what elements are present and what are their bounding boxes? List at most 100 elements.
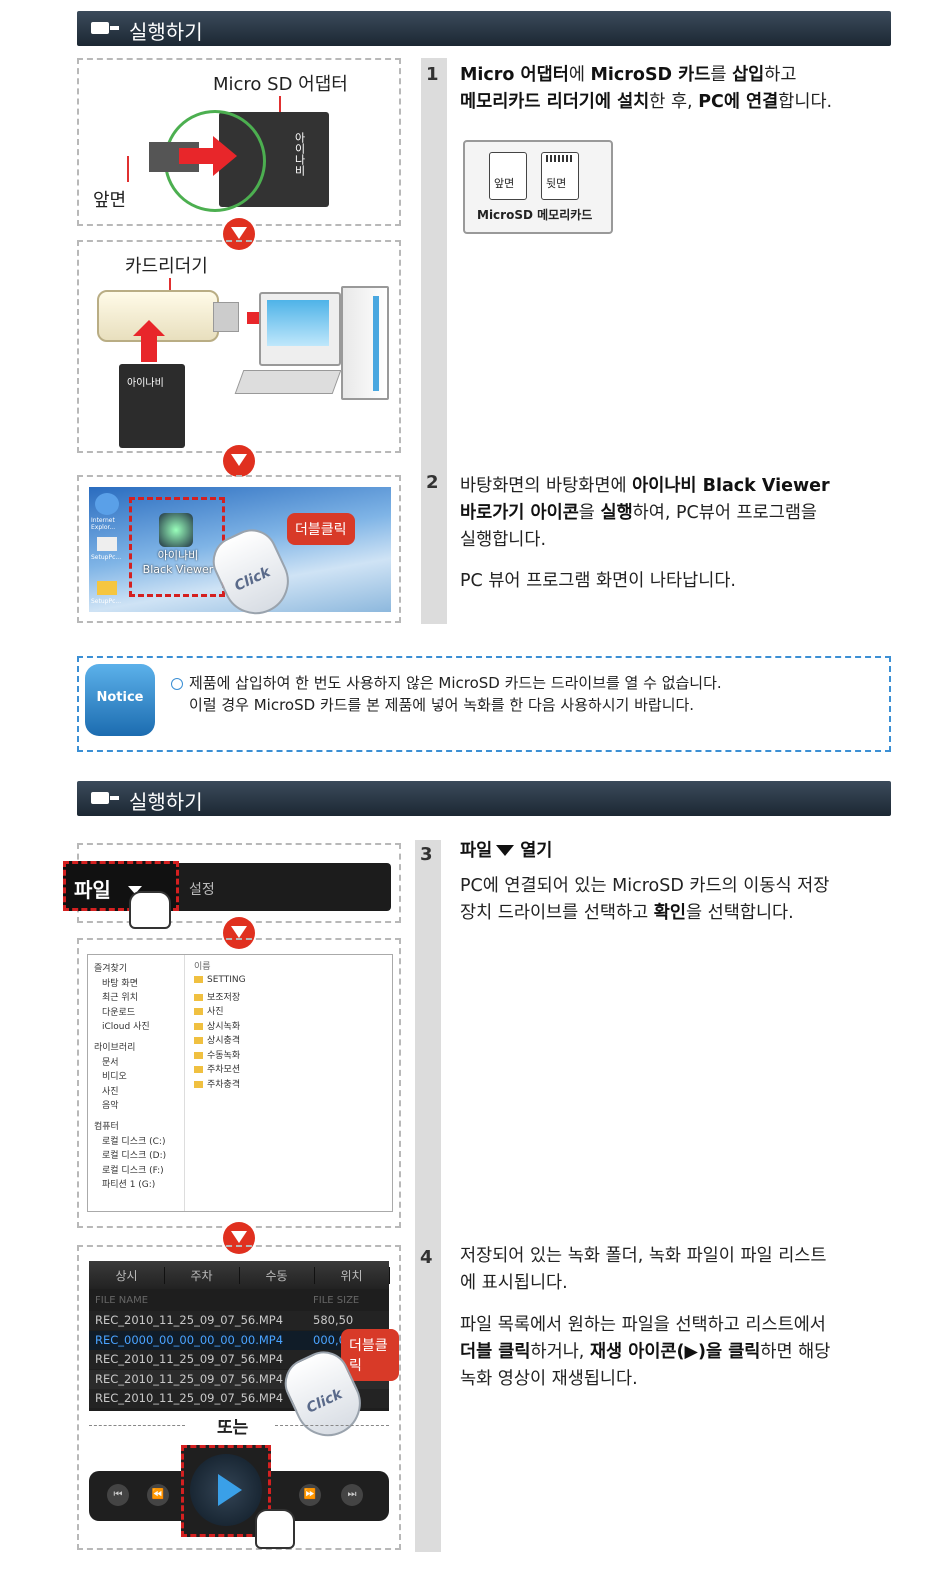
- folder-item[interactable]: 주차충격: [194, 1077, 240, 1090]
- folder-icon: [194, 1008, 203, 1015]
- arrow-head: [133, 320, 165, 336]
- menu-setting[interactable]: 설정: [189, 882, 215, 898]
- folder-item[interactable]: 주차모션: [194, 1062, 240, 1075]
- play-button[interactable]: [190, 1454, 262, 1526]
- card-back: 뒷면: [541, 152, 579, 200]
- nav-item[interactable]: 로컬 디스크 (D:): [102, 1151, 167, 1162]
- tower-stripe: [373, 296, 379, 391]
- skip-end-icon[interactable]: ⏭: [341, 1484, 363, 1506]
- card-back-label: 뒷면: [546, 177, 567, 190]
- step4-line4: 더블 클릭하거나, 재생 아이콘(▶)을 클릭하면 해당: [460, 1342, 831, 1362]
- down-arrow-icon: [223, 917, 255, 949]
- shortcut-label-line2: Black Viewer: [142, 563, 214, 576]
- brand-text: 아이나비: [293, 132, 306, 176]
- shortcut-label[interactable]: 아이나비 Black Viewer: [135, 549, 221, 577]
- zip-icon: [97, 537, 117, 551]
- tab[interactable]: 주차: [164, 1267, 240, 1284]
- hand-cursor-icon: [255, 1509, 295, 1549]
- nav-item[interactable]: 로컬 디스크 (F:): [102, 1165, 164, 1176]
- step2-para2: PC 뷰어 프로그램 화면이 나타납니다.: [460, 571, 736, 591]
- divider: [275, 1425, 389, 1426]
- file-name: REC_2010_11_25_09_07_56.MP4: [95, 1371, 284, 1386]
- card-caption: MicroSD 메모리카드: [477, 208, 593, 222]
- step3-line2: 장치 드라이브를 선택하고 확인을 선택합니다.: [460, 903, 794, 923]
- tab[interactable]: 수동: [239, 1267, 315, 1284]
- nav-item[interactable]: 컴퓨터: [94, 1122, 119, 1132]
- rewind-icon[interactable]: ⏪: [147, 1484, 169, 1506]
- pc-tower-image: [341, 286, 389, 400]
- step-number: 3: [420, 844, 433, 865]
- nav-item[interactable]: 비디오: [102, 1072, 127, 1083]
- microsd-card-figure: 앞면 뒷면 MicroSD 메모리카드: [463, 140, 613, 234]
- folder-name: 보조저장: [207, 992, 241, 1003]
- bullet-icon: [171, 678, 183, 690]
- down-arrow-icon: [223, 445, 255, 477]
- folder-item[interactable]: 보조저장: [194, 990, 240, 1003]
- insert-arrow: [141, 336, 157, 362]
- ie-icon: [95, 493, 119, 515]
- camera-icon: [91, 792, 119, 804]
- desktop-item-label: SetupPc...: [91, 554, 122, 561]
- tab[interactable]: 상시: [89, 1267, 165, 1284]
- skip-start-icon[interactable]: ⏮: [107, 1484, 129, 1506]
- nav-item[interactable]: 최근 위치: [102, 993, 138, 1004]
- step1-line1: Micro 어댑터에 MicroSD 카드를 삽입하고: [460, 65, 797, 85]
- nav-item[interactable]: 즐겨찾기: [94, 964, 128, 974]
- file-name: REC_2010_11_25_09_07_56.MP4: [95, 1352, 284, 1366]
- nav-item[interactable]: 다운로드: [102, 1007, 136, 1018]
- desktop-item-label: SetupPc...: [91, 598, 122, 605]
- down-arrow-icon: [223, 218, 255, 250]
- click-text: Click: [304, 1386, 345, 1417]
- file-menu[interactable]: 파일: [74, 878, 111, 902]
- black-viewer-icon[interactable]: [159, 513, 193, 547]
- camera-icon: [91, 22, 119, 34]
- section-title: 실행하기: [129, 790, 203, 814]
- tab[interactable]: 위치: [314, 1267, 390, 1284]
- folder-item[interactable]: 상시녹화: [194, 1019, 240, 1032]
- nav-item[interactable]: 라이브러리: [94, 1043, 136, 1053]
- nav-item[interactable]: 파티션 1 (G:): [102, 1180, 156, 1191]
- folder-icon: [194, 993, 203, 1001]
- folder-item[interactable]: 상시충격: [194, 1033, 240, 1046]
- notice-text: 제품에 삽입하여 한 번도 사용하지 않은 MicroSD 카드는 드라이브를 …: [189, 672, 722, 716]
- notice-line1: 제품에 삽입하여 한 번도 사용하지 않은 MicroSD 카드는 드라이브를 …: [189, 674, 722, 692]
- folder-name: 상시녹화: [207, 1021, 241, 1032]
- play-icon: [218, 1474, 242, 1506]
- step4-line3: 파일 목록에서 원하는 파일을 선택하고 리스트에서: [460, 1315, 826, 1335]
- nav-item[interactable]: 사진: [102, 1086, 119, 1097]
- folder-icon: [194, 1080, 203, 1088]
- step1-line2: 메모리카드 리더기에 설치한 후, PC에 연결합니다.: [460, 92, 833, 112]
- nav-item[interactable]: iCloud 사진: [102, 1022, 150, 1033]
- nav-item[interactable]: 바탕 화면: [102, 978, 138, 989]
- nav-item[interactable]: 음악: [102, 1101, 119, 1112]
- folder-icon: [194, 976, 203, 983]
- arrow-head: [213, 136, 237, 176]
- dropdown-icon: [496, 844, 515, 856]
- folder-item[interactable]: 수동녹화: [194, 1048, 240, 1061]
- file-size: 580,50: [313, 1313, 354, 1327]
- double-click-bubble: 더블클릭: [287, 513, 355, 545]
- step2-line2: 바로가기 아이콘을 실행하여, PC뷰어 프로그램을: [460, 503, 818, 523]
- double-click-bubble: 더블클릭: [341, 1329, 399, 1381]
- column-header-name: 이름: [194, 962, 211, 972]
- step4-line5: 녹화 영상이 재생됩니다.: [460, 1369, 638, 1389]
- nav-item[interactable]: 로컬 디스크 (C:): [102, 1136, 166, 1147]
- folder-item[interactable]: SETTING: [194, 975, 246, 985]
- section-header: 실행하기: [77, 781, 891, 816]
- step4-line2: 에 표시됩니다.: [460, 1273, 568, 1293]
- folder-item[interactable]: 사진: [194, 1004, 224, 1017]
- folder-icon: [194, 1037, 203, 1044]
- folder-name: 사진: [207, 1007, 224, 1017]
- fast-forward-icon[interactable]: ⏩: [299, 1484, 321, 1506]
- nav-item[interactable]: 문서: [102, 1057, 119, 1068]
- click-text: Click: [232, 564, 273, 595]
- file-size: 000,0: [313, 1332, 346, 1347]
- divider: [89, 1425, 185, 1426]
- pointer-line: [127, 156, 129, 182]
